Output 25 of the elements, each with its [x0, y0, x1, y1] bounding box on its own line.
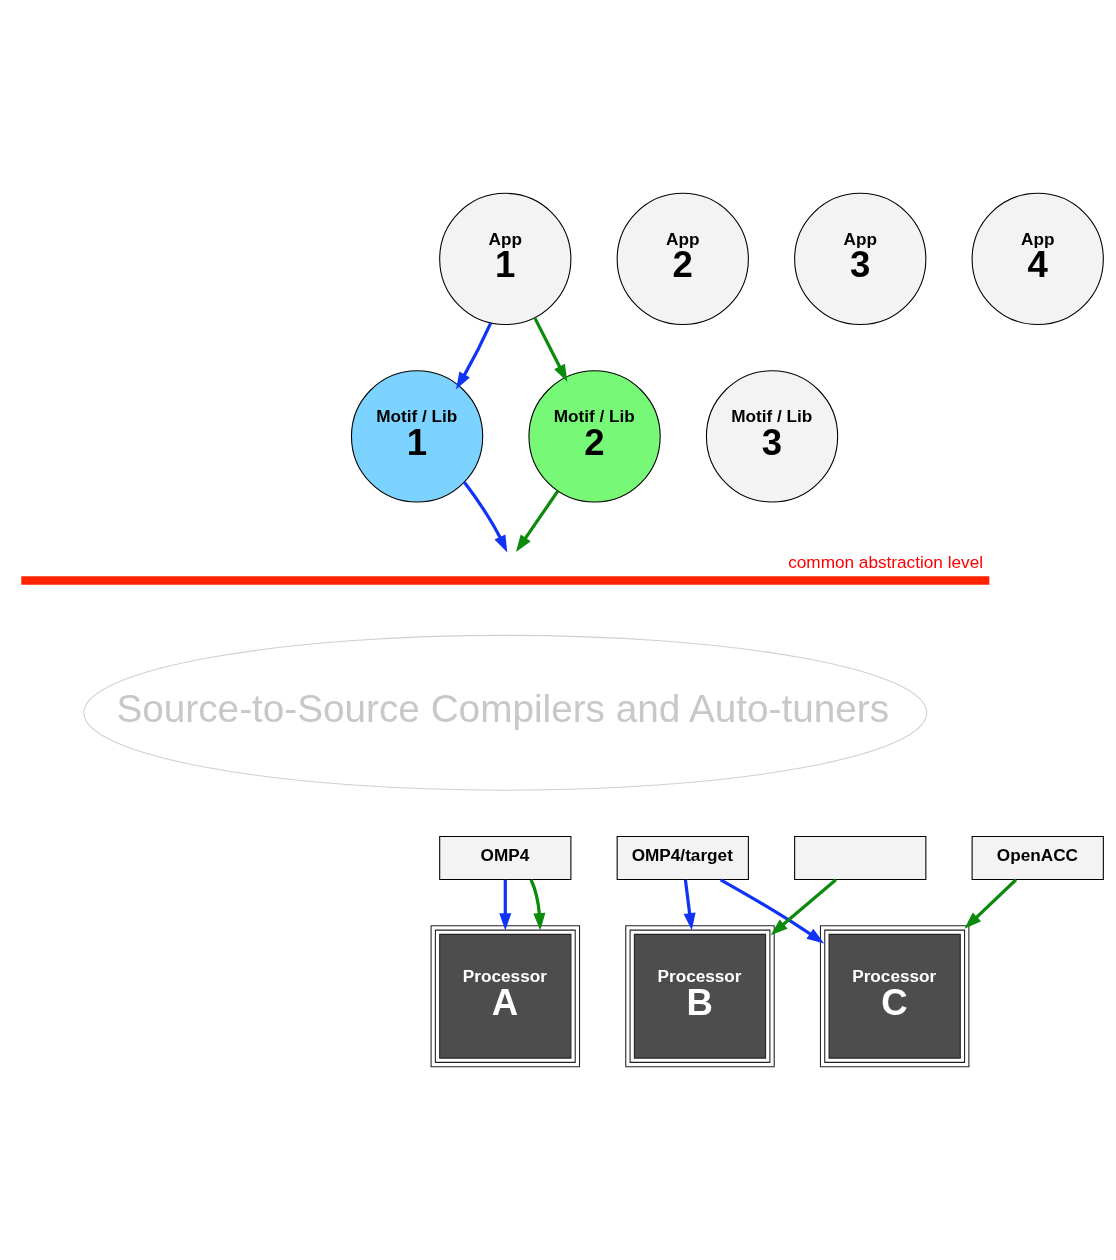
arrow — [770, 878, 837, 936]
arrow — [964, 878, 1018, 929]
arrow — [529, 879, 546, 931]
node-circle: Motif / Lib 3 — [705, 370, 839, 503]
arrow — [499, 879, 512, 931]
node-box: Processor B — [625, 925, 775, 1068]
node-box: Processor A — [430, 925, 581, 1068]
node-box: OMP4 — [439, 836, 572, 881]
node-box: Processor C — [819, 925, 970, 1068]
node-box: OpenACC — [971, 836, 1104, 881]
node-circle: App 1 — [439, 192, 572, 326]
arrow — [533, 317, 568, 382]
node-label: common abstraction level — [788, 552, 984, 573]
arrow — [683, 879, 696, 931]
node-box — [21, 576, 990, 585]
arrow — [719, 878, 825, 944]
node-circle: App 3 — [794, 192, 927, 326]
arrow — [463, 481, 508, 553]
node-box: OMP4/target — [616, 836, 749, 881]
arrow — [456, 322, 493, 390]
arrow — [515, 490, 560, 553]
node-circle: Motif / Lib 2 — [528, 370, 661, 503]
node-circle: App 4 — [971, 192, 1104, 326]
node-circle: App 2 — [616, 192, 749, 326]
node-box — [794, 836, 927, 881]
